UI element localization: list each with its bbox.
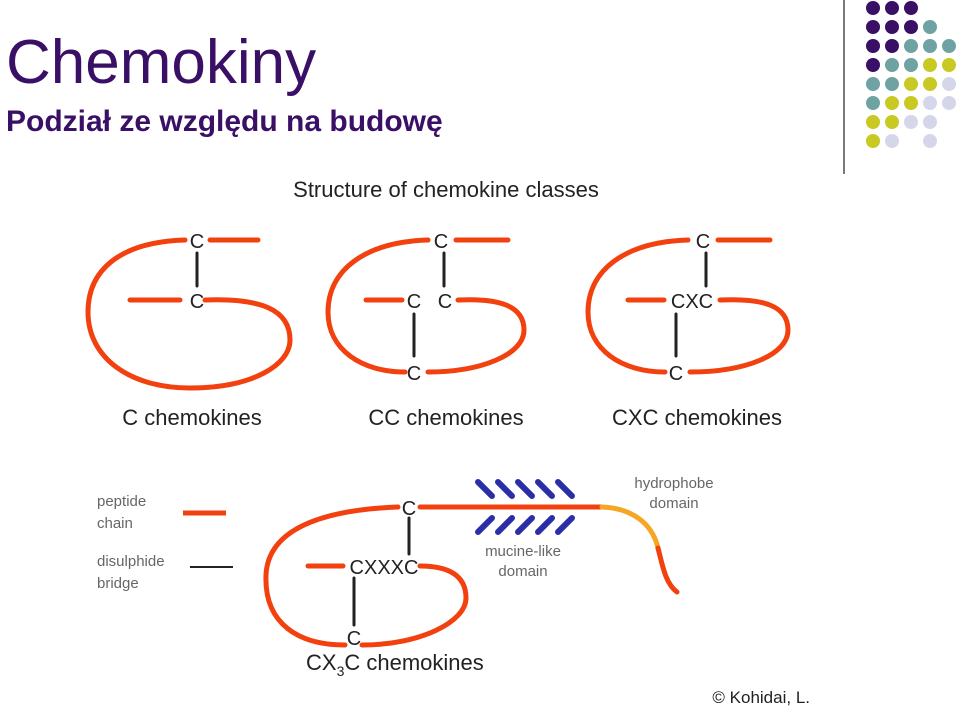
cx3c-residue-2: CXXXC: [350, 557, 419, 579]
cx3c-c-terminal: [655, 545, 680, 595]
hydrophobe-label-2: domain: [649, 495, 698, 512]
mucine-glycan-stroke: [555, 479, 575, 499]
cx3c-label-prefix: CX: [306, 650, 337, 675]
cxc-peptide-chain-loop: [687, 297, 791, 375]
mucine-glycan-stroke: [535, 479, 555, 499]
c-class-label: C chemokines: [122, 405, 261, 430]
mucine-glycan-stroke: [555, 515, 575, 535]
cx3c-hydrophobe-segment: [599, 504, 661, 551]
cc-chemokine-structure: [325, 237, 527, 375]
mucine-label-1: mucine-like: [485, 543, 561, 560]
cc-residue-3: C: [438, 291, 452, 313]
cxc-chemokine-structure: [585, 237, 791, 375]
legend-bridge-label-1: disulphide: [97, 553, 165, 570]
cc-peptide-chain-loop: [425, 297, 527, 375]
figure-heading: Structure of chemokine classes: [293, 177, 599, 202]
legend-peptide-label-2: chain: [97, 515, 133, 532]
cx3c-peptide-chain-loop: [359, 563, 469, 648]
hydrophobe-label-1: hydrophobe: [634, 475, 713, 492]
cxc-residue-2: CXC: [671, 291, 713, 313]
legend-bridge-label-2: bridge: [97, 575, 139, 592]
mucine-glycan-stroke: [515, 515, 535, 535]
cc-class-label: CC chemokines: [368, 405, 523, 430]
cxc-class-label: CXC chemokines: [612, 405, 782, 430]
cc-residue-4: C: [407, 363, 421, 385]
legend: peptide chain disulphide bridge: [97, 493, 233, 592]
mucine-glycan-stroke: [495, 479, 515, 499]
header-divider: [843, 0, 845, 174]
mucine-glycan-stroke: [535, 515, 555, 535]
c-chemokine-structure: [85, 237, 293, 391]
page-title: Chemokiny: [6, 28, 317, 97]
cx3c-residue-1: C: [402, 498, 416, 520]
cxc-peptide-chain: [585, 237, 691, 375]
cx3c-class-label: CX3C chemokines: [306, 650, 484, 679]
cx3c-label-subscript: 3: [337, 663, 345, 679]
cx3c-peptide-chain: [263, 504, 401, 648]
mucine-glycan-stroke: [495, 515, 515, 535]
cc-residue-2: C: [407, 291, 421, 313]
cxc-residue-1: C: [696, 231, 710, 253]
cc-peptide-chain: [325, 237, 431, 375]
cx3c-chemokine-structure: [263, 504, 680, 648]
mucine-label-2: domain: [498, 563, 547, 580]
cc-residue-1: C: [434, 231, 448, 253]
legend-peptide-label-1: peptide: [97, 493, 146, 510]
mucine-glycan-stroke: [475, 515, 495, 535]
mucine-glycan-stroke: [515, 479, 535, 499]
c-residue-2: C: [190, 291, 204, 313]
cx3c-residue-3: C: [347, 628, 361, 650]
mucine-like-domain: [475, 479, 575, 535]
c-residue-1: C: [190, 231, 204, 253]
cxc-residue-3: C: [669, 363, 683, 385]
page-subtitle: Podział ze względu na budowę: [6, 105, 443, 138]
c-peptide-chain: [85, 237, 293, 391]
cx3c-label-suffix: C chemokines: [344, 650, 483, 675]
copyright-notice: © Kohidai, L.: [712, 688, 810, 707]
mucine-glycan-stroke: [475, 479, 495, 499]
